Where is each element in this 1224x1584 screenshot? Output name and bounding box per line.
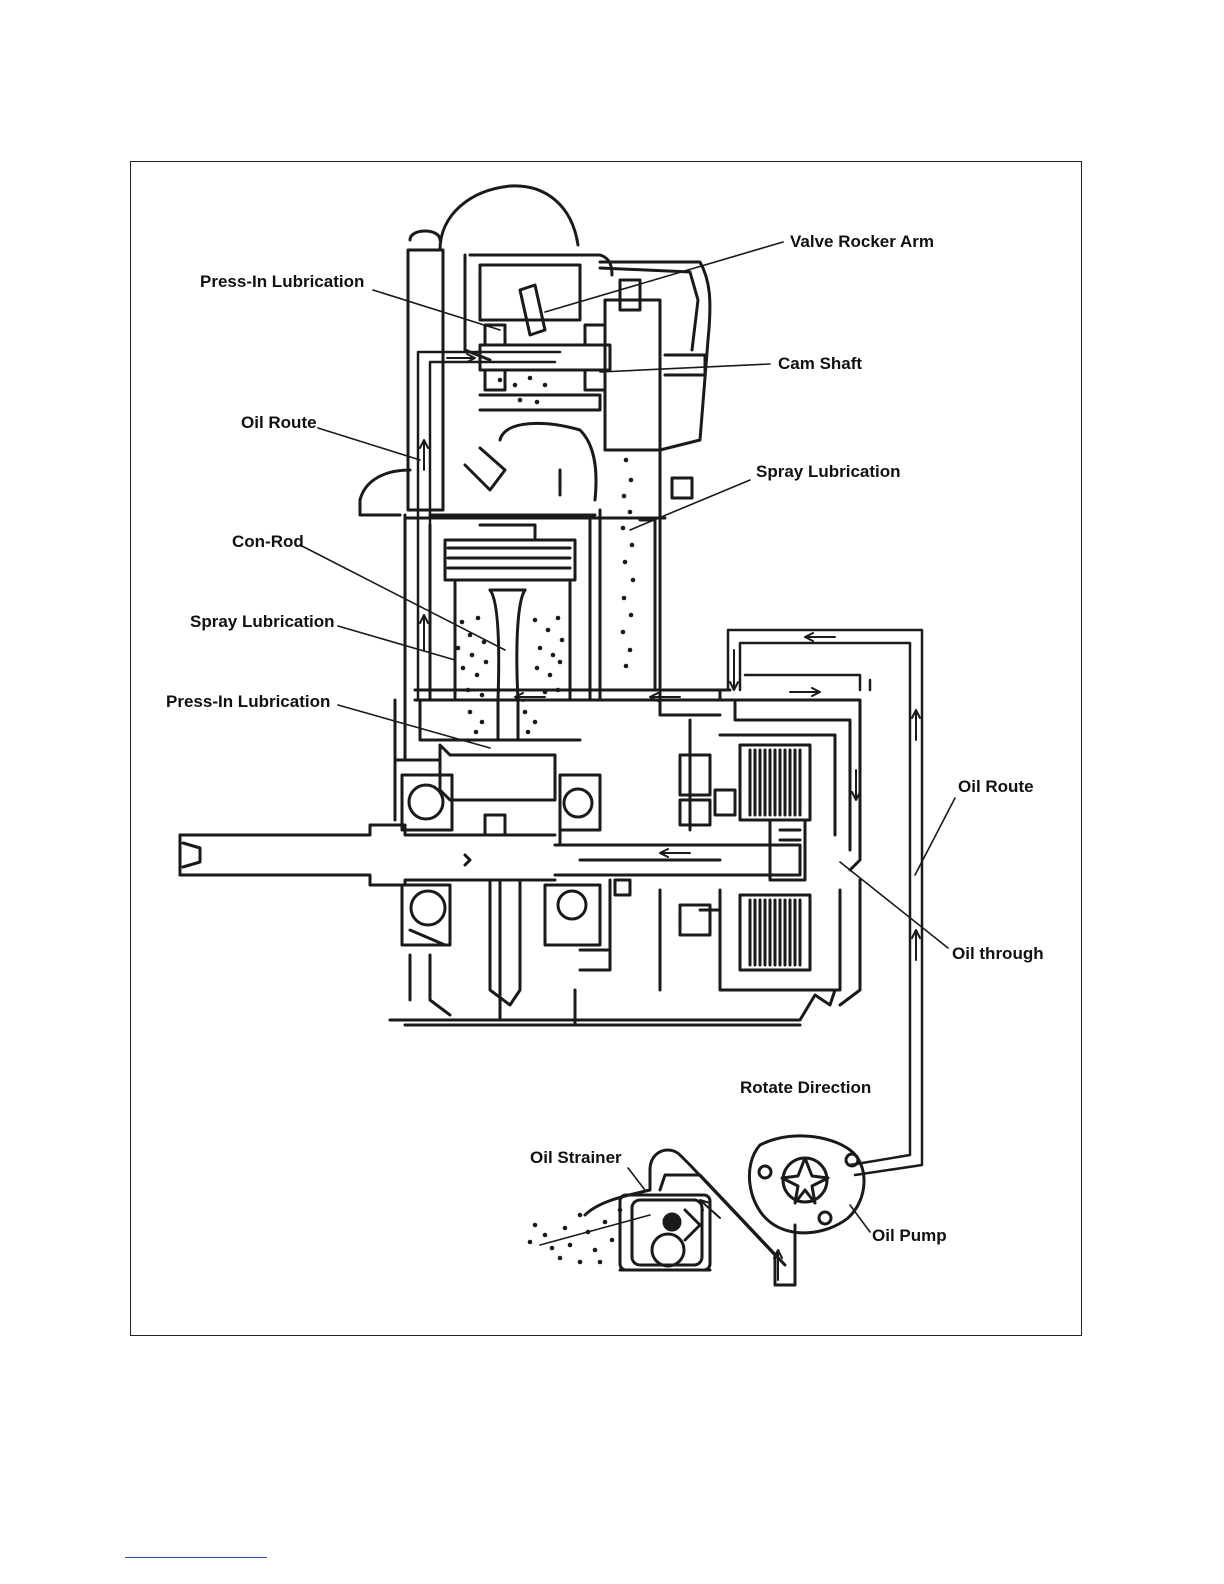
label-valve-rocker-arm: Valve Rocker Arm <box>790 232 934 251</box>
label-oil-route-right: Oil Route <box>958 777 1034 796</box>
label-oil-route-left: Oil Route <box>241 413 317 432</box>
crankcase <box>180 690 860 1025</box>
label-oil-through: Oil through <box>952 944 1044 963</box>
label-spray-lubrication-right: Spray Lubrication <box>756 462 901 481</box>
label-con-rod: Con-Rod <box>232 532 304 551</box>
label-press-in-lubrication-top: Press-In Lubrication <box>200 272 364 291</box>
spray-dots-upper-right <box>621 458 636 669</box>
footnote-rule <box>125 1557 267 1558</box>
label-oil-pump: Oil Pump <box>872 1226 947 1245</box>
cylinder-head <box>360 186 710 700</box>
oil-pump <box>749 1136 864 1260</box>
flow-arrows <box>420 354 920 1280</box>
label-cam-shaft: Cam Shaft <box>778 354 862 373</box>
label-rotate-direction: Rotate Direction <box>740 1078 871 1097</box>
cylinder-block <box>405 510 665 740</box>
label-spray-lubrication-left: Spray Lubrication <box>190 612 335 631</box>
label-press-in-lubrication-bottom: Press-In Lubrication <box>166 692 330 711</box>
label-oil-strainer: Oil Strainer <box>530 1148 622 1167</box>
